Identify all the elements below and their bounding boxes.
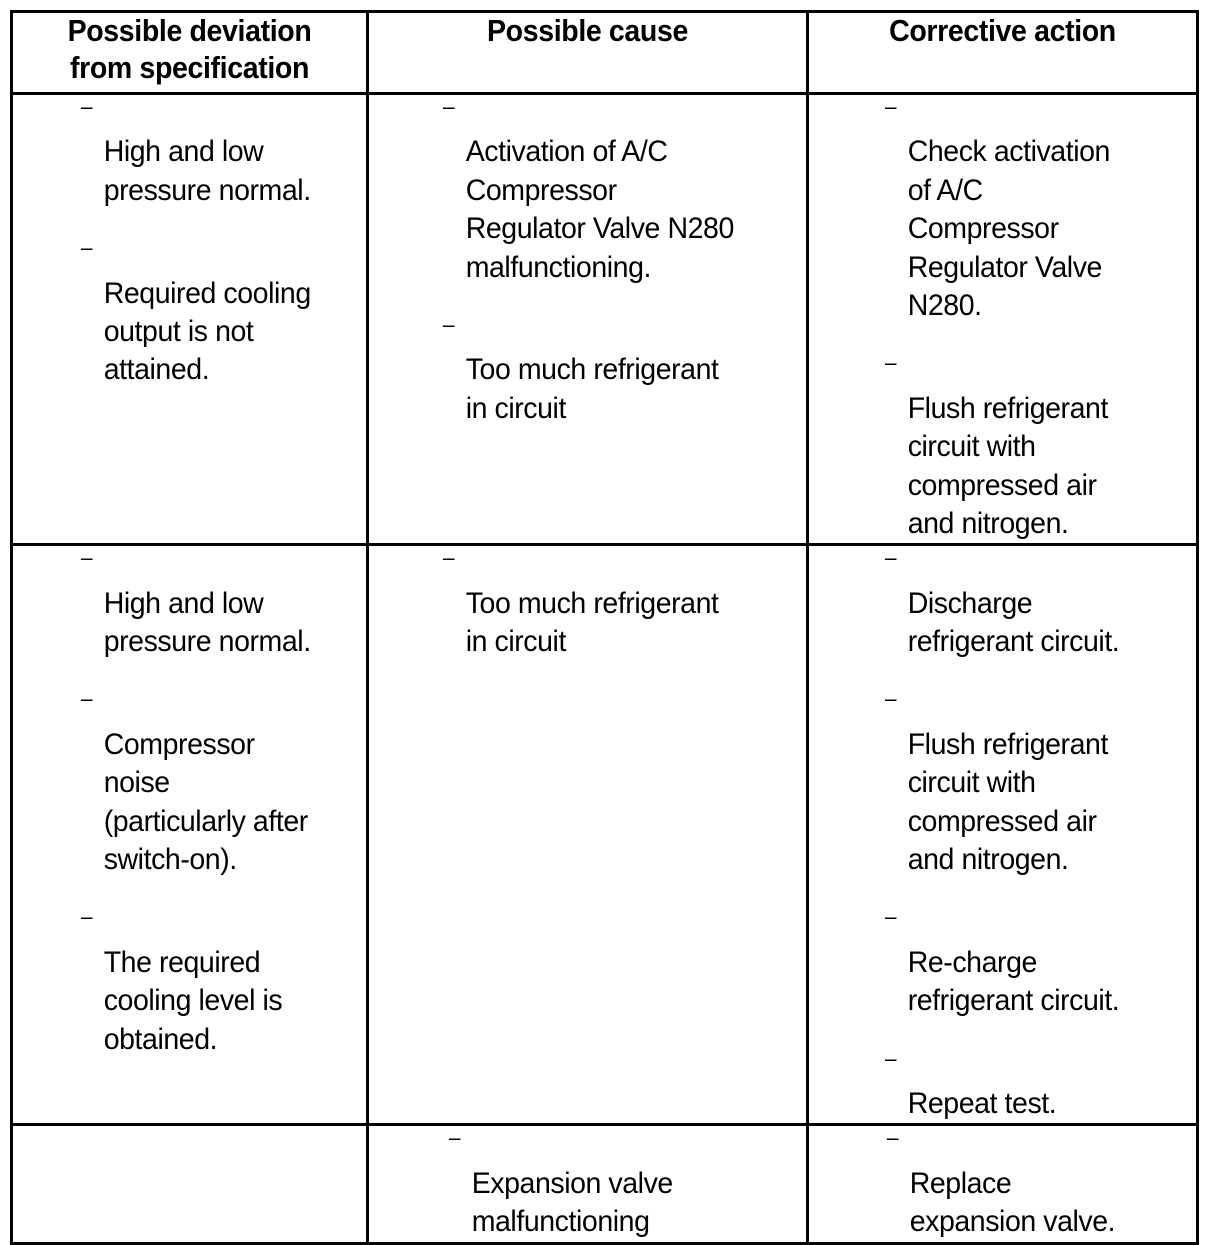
dash-bullet-icon — [443, 313, 454, 335]
list-item-text: Expansion valve malfunctioning — [471, 1166, 674, 1239]
table-body: High and low pressure normal. Required c… — [10, 91, 1199, 1245]
bullet-list-cause-row1: Activation of A/C Compressor Regulator V… — [441, 95, 806, 428]
dash-bullet-icon — [887, 1126, 898, 1148]
cell-action-row1: Check activation of A/C Compressor Regul… — [806, 91, 1199, 547]
dash-bullet-icon — [885, 687, 896, 709]
list-item-text: Flush refrigerant circuit with compresse… — [907, 727, 1109, 877]
column-header-corrective-action: Corrective action — [806, 10, 1199, 95]
list-item: Too much refrigerant in circuit — [441, 546, 788, 661]
list-item-text: Replace expansion valve. — [909, 1166, 1116, 1239]
column-header-possible-cause: Possible cause — [366, 10, 809, 95]
cell-deviation-row3 — [10, 1123, 369, 1245]
list-item-text: Discharge refrigerant circuit. — [907, 586, 1120, 659]
cell-deviation-row1: High and low pressure normal. Required c… — [10, 91, 369, 547]
dash-bullet-icon — [81, 236, 92, 258]
list-item: Flush refrigerant circuit with compresse… — [883, 687, 1180, 879]
list-item-text: The required cooling level is obtained. — [103, 945, 283, 1056]
table-header: Possible deviation from specification Po… — [10, 10, 1199, 95]
troubleshooting-table: Possible deviation from specification Po… — [10, 10, 1199, 1245]
cell-action-row3: Replace expansion valve. — [806, 1123, 1199, 1245]
dash-bullet-icon — [885, 1047, 896, 1069]
bullet-list-deviation-row1: High and low pressure normal. Required c… — [79, 95, 366, 390]
bullet-list-cause-row3: Expansion valve malfunctioning — [447, 1126, 806, 1241]
list-item-text: Compressor noise (particularly after swi… — [103, 727, 309, 877]
bullet-list-action-row2: Discharge refrigerant circuit. Flush ref… — [883, 546, 1196, 1123]
dash-bullet-icon — [885, 546, 896, 568]
list-item: Required cooling output is not attained. — [79, 236, 352, 390]
list-item-text: Re-charge refrigerant circuit. — [907, 945, 1120, 1018]
list-item-text: Too much refrigerant in circuit — [465, 586, 719, 659]
bullet-list-deviation-row2: High and low pressure normal. Compressor… — [79, 546, 366, 1059]
column-header-possible-deviation: Possible deviation from specification — [10, 10, 369, 95]
list-item: High and low pressure normal. — [79, 95, 352, 210]
list-item: Replace expansion valve. — [885, 1126, 1180, 1241]
dash-bullet-icon — [81, 687, 92, 709]
list-item-text: Too much refrigerant in circuit — [465, 353, 719, 425]
list-item-text: High and low pressure normal. — [103, 586, 311, 659]
list-item: High and low pressure normal. — [79, 546, 352, 661]
bullet-list-cause-row2: Too much refrigerant in circuit — [441, 546, 806, 661]
bullet-list-action-row3: Replace expansion valve. — [885, 1126, 1196, 1241]
empty-cell-placeholder — [13, 1126, 366, 1186]
list-item: Too much refrigerant in circuit — [441, 313, 788, 428]
list-item: Discharge refrigerant circuit. — [883, 546, 1180, 661]
cell-cause-row3: Expansion valve malfunctioning — [366, 1123, 809, 1245]
list-item: Check activation of A/C Compressor Regul… — [883, 95, 1180, 325]
cell-deviation-row2: High and low pressure normal. Compressor… — [10, 543, 369, 1127]
list-item: Expansion valve malfunctioning — [447, 1126, 788, 1241]
list-item: The required cooling level is obtained. — [79, 905, 352, 1059]
column-header-corrective-action-label: Corrective action — [889, 13, 1116, 48]
dash-bullet-icon — [443, 95, 454, 117]
dash-bullet-icon — [81, 546, 92, 568]
list-item: Flush refrigerant circuit with compresse… — [883, 351, 1180, 543]
list-item: Activation of A/C Compressor Regulator V… — [441, 95, 788, 287]
dash-bullet-icon — [885, 95, 896, 117]
cell-action-row2: Discharge refrigerant circuit. Flush ref… — [806, 543, 1199, 1127]
list-item-text: Flush refrigerant circuit with compresse… — [907, 391, 1109, 540]
list-item-text: Required cooling output is not attained. — [103, 276, 311, 387]
cell-cause-row1: Activation of A/C Compressor Regulator V… — [366, 91, 809, 547]
page-canvas: Possible deviation from specification Po… — [0, 0, 1216, 1068]
dash-bullet-icon — [81, 95, 92, 117]
list-item-text: Activation of A/C Compressor Regulator V… — [465, 135, 735, 284]
dash-bullet-icon — [885, 351, 896, 373]
list-item-text: High and low pressure normal. — [103, 135, 311, 207]
dash-bullet-icon — [81, 905, 92, 927]
list-item-text: Check activation of A/C Compressor Regul… — [907, 135, 1111, 322]
dash-bullet-icon — [885, 905, 896, 927]
column-header-possible-cause-label: Possible cause — [487, 13, 688, 48]
list-item-text: Repeat test. — [907, 1086, 1057, 1120]
cell-cause-row2: Too much refrigerant in circuit — [366, 543, 809, 1127]
dash-bullet-icon — [449, 1126, 460, 1148]
list-item: Compressor noise (particularly after swi… — [79, 687, 352, 879]
column-header-possible-deviation-label: Possible deviation from specification — [67, 13, 312, 85]
header-row: Possible deviation from specification Po… — [10, 10, 1199, 95]
table-row: Expansion valve malfunctioning Replace e… — [10, 1123, 1199, 1245]
table-row: High and low pressure normal. Compressor… — [10, 543, 1199, 1127]
bullet-list-action-row1: Check activation of A/C Compressor Regul… — [883, 95, 1196, 543]
list-item: Repeat test. — [883, 1047, 1180, 1124]
table-row: High and low pressure normal. Required c… — [10, 91, 1199, 547]
dash-bullet-icon — [443, 546, 454, 568]
list-item: Re-charge refrigerant circuit. — [883, 905, 1180, 1020]
